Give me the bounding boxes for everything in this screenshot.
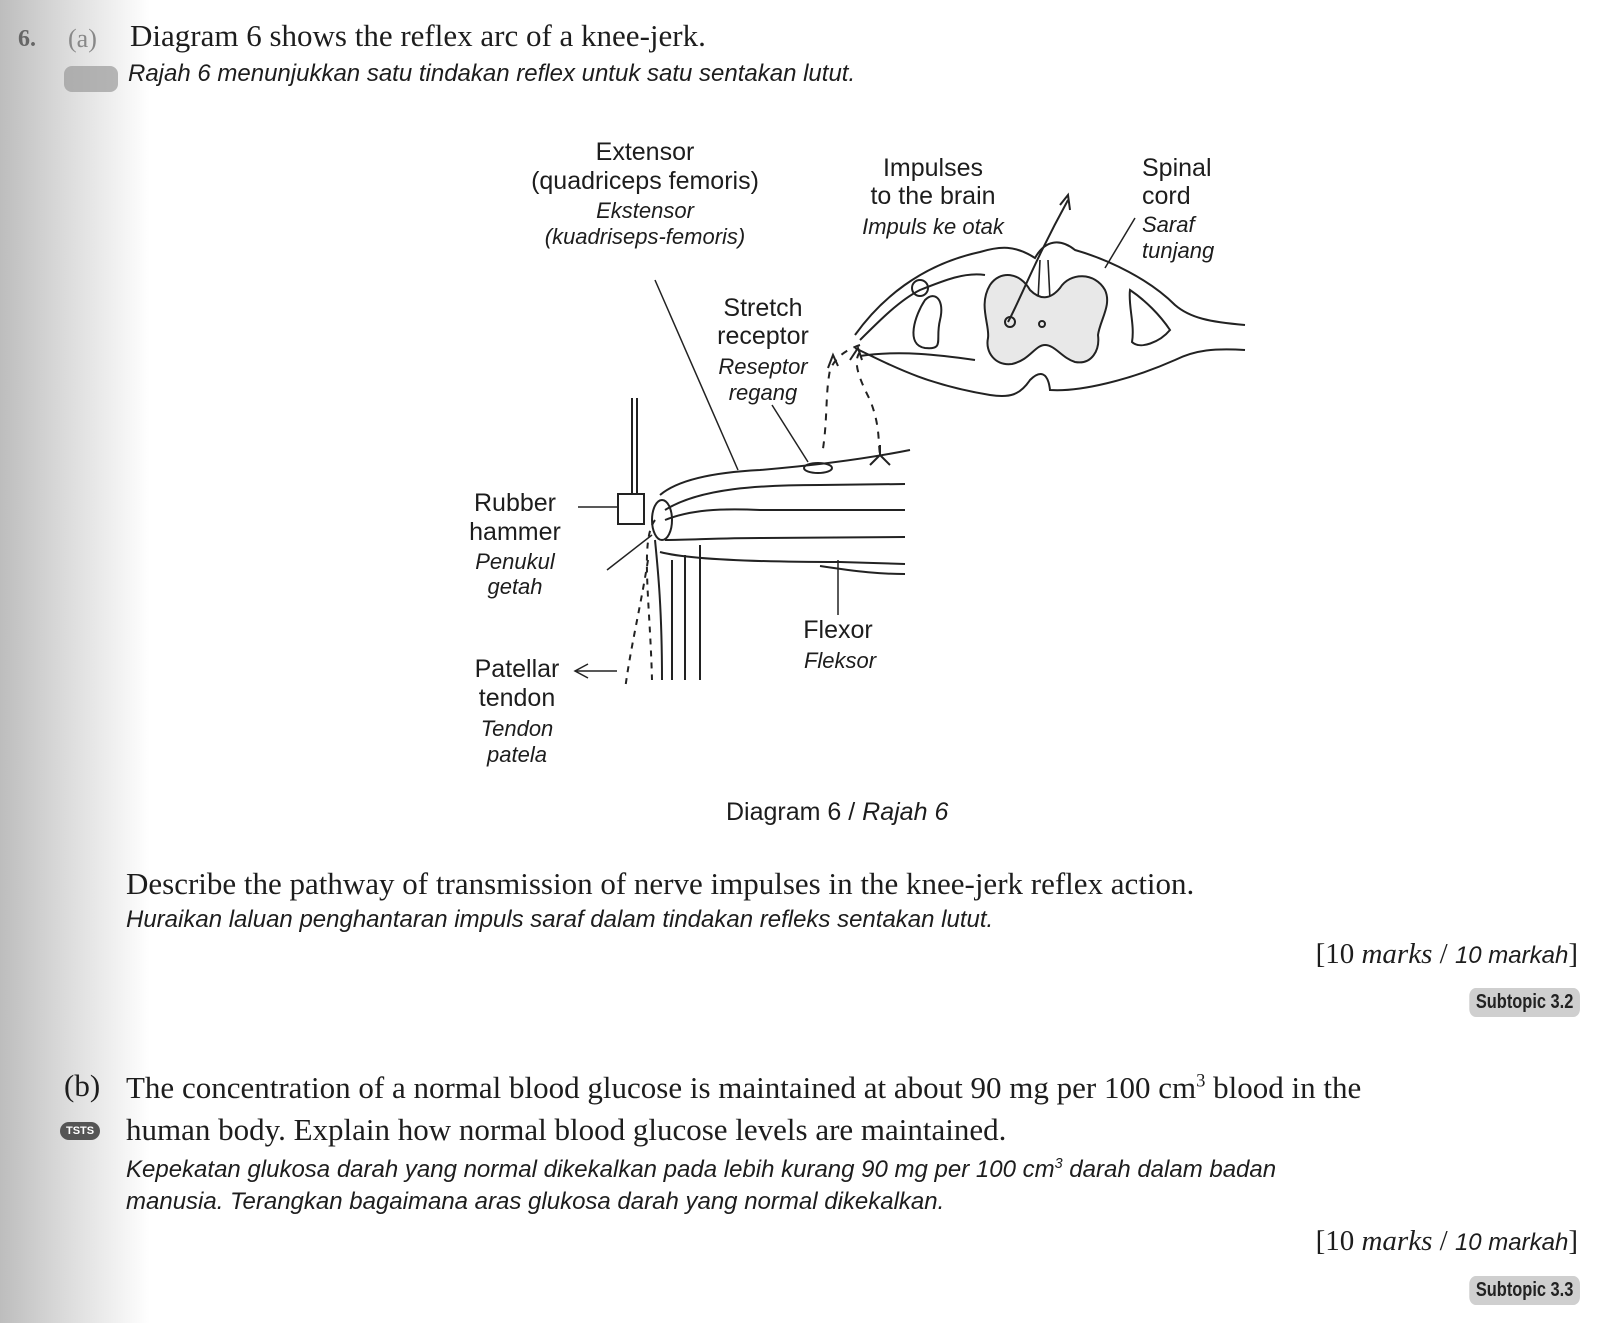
label-hammer-ms-2: getah [487, 574, 542, 599]
label-spinal-en-1: Spinal [1142, 154, 1212, 182]
subtopic-badge-b: Subtopic 3.3 [1469, 1276, 1580, 1305]
shin-outline [654, 539, 663, 681]
label-patellar-en-1: Patellar [475, 655, 560, 683]
label-extensor-ms-1: Ekstensor [596, 198, 695, 223]
caption-ms: Rajah 6 [862, 798, 949, 826]
tsts-badge-icon [64, 66, 118, 92]
label-stretch-ms-1: Reseptor [718, 354, 809, 379]
marks-malay: 10 markah [1454, 942, 1569, 969]
marks-number: [10 [1315, 1225, 1355, 1257]
part-a-marks: [10 marks / 10 markah] [1316, 938, 1578, 971]
part-b-question-ms-1: Kepekatan glukosa darah yang normal dike… [126, 1156, 1276, 1184]
label-patellar-ms-2: patela [486, 742, 547, 767]
marks-word: marks [1361, 938, 1433, 970]
label-patellar-ms-1: Tendon [481, 716, 554, 741]
part-b-ms-sup: 3 [1054, 1156, 1063, 1172]
part-a-question-en: Describe the pathway of transmission of … [126, 866, 1195, 901]
tsts-badge: TSTS [60, 1122, 101, 1140]
part-b-en-1a: The concentration of a normal blood gluc… [126, 1070, 1197, 1105]
label-stretch-ms-2: regang [729, 380, 798, 405]
part-b-marks: [10 marks / 10 markah] [1316, 1225, 1578, 1258]
diagram-labels: Extensor (quadriceps femoris) Ekstensor … [469, 138, 1215, 767]
label-extensor-en-2: (quadriceps femoris) [531, 167, 759, 195]
label-stretch-en-2: receptor [717, 322, 809, 350]
spinal-cord-outline [854, 241, 1246, 336]
marks-word: marks [1361, 1225, 1433, 1257]
label-extensor-ms-2: (kuadriseps-femoris) [545, 224, 746, 249]
part-a-question-ms: Huraikan laluan penghantaran impuls sara… [126, 906, 994, 933]
part-b-question-en-1: The concentration of a normal blood gluc… [126, 1070, 1361, 1106]
label-spinal-ms-1: Saraf [1142, 212, 1197, 237]
label-extensor-en-1: Extensor [596, 138, 695, 166]
label-spinal-en-2: cord [1142, 182, 1191, 210]
grey-matter [983, 274, 1109, 366]
diagram-caption: Diagram 6 / Rajah 6 [726, 798, 948, 827]
label-impulses-en-2: to the brain [870, 182, 995, 210]
part-b-question-ms-2: manusia. Terangkan bagaimana aras glukos… [126, 1188, 945, 1215]
label-hammer-en-1: Rubber [474, 489, 556, 517]
marks-malay: 10 markah [1454, 1229, 1569, 1256]
part-b-ms-1b: darah dalam badan [1062, 1156, 1277, 1183]
label-spinal-ms-2: tunjang [1142, 238, 1215, 263]
label-flexor-ms: Fleksor [804, 648, 878, 673]
scan-shadow [0, 0, 150, 1323]
part-b-label: (b) [64, 1068, 101, 1103]
label-impulses-en-1: Impulses [883, 154, 983, 182]
marks-separator: / [1439, 938, 1448, 970]
thigh-outline [659, 449, 911, 496]
subtopic-badge-a: Subtopic 3.2 [1469, 988, 1580, 1017]
rubber-hammer [617, 493, 645, 525]
part-b-en-1b: blood in the [1205, 1070, 1362, 1105]
part-a-label: (a) [68, 24, 97, 53]
label-impulses-ms: Impuls ke otak [862, 214, 1005, 239]
part-b-en-sup: 3 [1196, 1070, 1206, 1092]
kneecap [651, 499, 673, 541]
label-stretch-en-1: Stretch [723, 294, 802, 322]
part-b-ms-1a: Kepekatan glukosa darah yang normal dike… [126, 1156, 1055, 1183]
question-number: 6. [18, 26, 36, 52]
label-flexor-en: Flexor [803, 616, 872, 644]
label-hammer-ms-1: Penukul [475, 549, 556, 574]
marks-close: ] [1568, 1225, 1578, 1257]
part-a-intro-ms: Rajah 6 menunjukkan satu tindakan reflex… [128, 60, 856, 87]
label-patellar-en-2: tendon [479, 684, 555, 712]
caption-en: Diagram 6 / [726, 798, 856, 826]
part-a-intro-en: Diagram 6 shows the reflex arc of a knee… [130, 18, 706, 53]
marks-close: ] [1568, 938, 1578, 970]
part-b-question-en-2: human body. Explain how normal blood glu… [126, 1112, 1007, 1147]
marks-separator: / [1439, 1225, 1448, 1257]
marks-number: [10 [1315, 938, 1355, 970]
label-hammer-en-2: hammer [469, 518, 561, 546]
